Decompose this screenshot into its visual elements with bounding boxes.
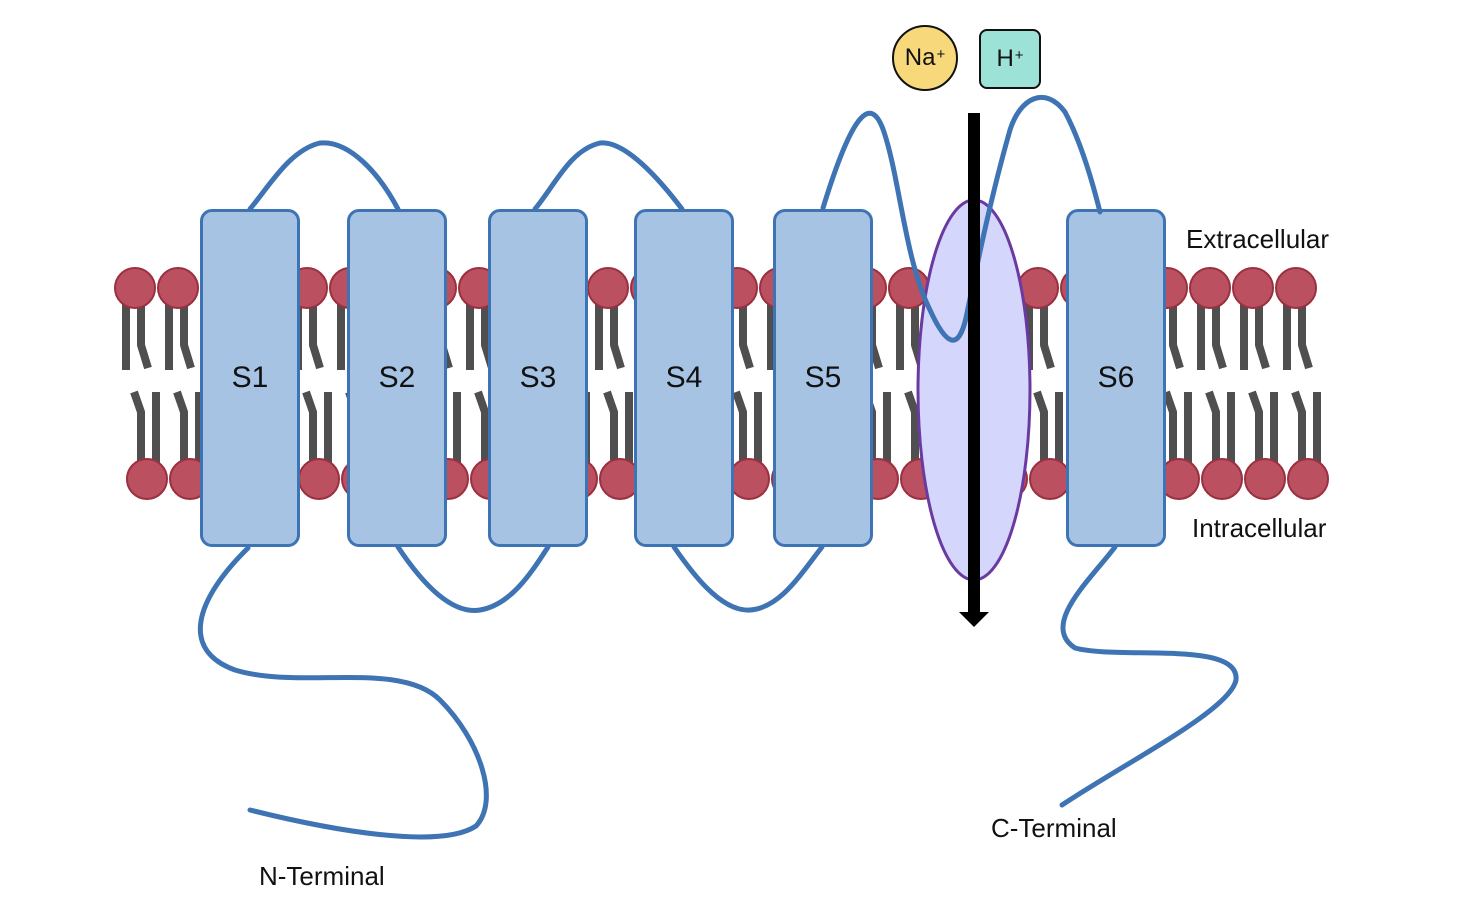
loop-s2-s3	[395, 544, 551, 613]
lipid-head	[114, 267, 156, 309]
helix-s5-label: S5	[804, 361, 842, 394]
lipid-tail	[302, 390, 317, 465]
lipid-tail	[911, 300, 926, 370]
lipid-head	[931, 267, 973, 309]
helix-s4: S4	[634, 209, 734, 547]
lipid-tail	[739, 300, 754, 370]
lipid-tail	[610, 300, 625, 370]
sodium-ion-charge: +	[936, 45, 946, 63]
loop-s1-s2	[247, 140, 401, 212]
protein-chain	[197, 140, 1239, 840]
lipid-tail	[990, 390, 1005, 465]
helix-s2-label: S2	[378, 361, 416, 394]
lipid-head	[1232, 267, 1274, 309]
loop-s3-s4	[532, 140, 685, 212]
sodium-ion-symbol: Na	[904, 44, 936, 71]
helix-s3: S3	[488, 209, 588, 547]
n-terminal-loop	[197, 545, 489, 840]
lipid-tail	[1205, 390, 1220, 465]
lipid-head	[728, 458, 770, 500]
lipid-head	[1287, 458, 1329, 500]
lipid-tail	[130, 390, 145, 465]
lipid-tail	[904, 390, 919, 465]
lipid-head	[1275, 267, 1317, 309]
lipid-tail	[1169, 300, 1184, 370]
lipid-head	[1244, 458, 1286, 500]
helix-s3-label: S3	[519, 361, 557, 394]
lipid-head	[298, 458, 340, 500]
intracellular-label: Intracellular	[1192, 513, 1327, 543]
helix-s6-label: S6	[1097, 361, 1135, 394]
lipid-head	[1017, 267, 1059, 309]
helix-s5: S5	[773, 209, 873, 547]
lipid-head	[1029, 458, 1071, 500]
lipid-tail	[1162, 390, 1177, 465]
proton-ion-charge: +	[1014, 46, 1024, 64]
sodium-ion: Na+	[892, 25, 958, 91]
proton-ion-symbol: H	[996, 45, 1014, 72]
extracellular-label: Extracellular	[1186, 224, 1330, 254]
lipid-tail	[1033, 390, 1048, 465]
lipid-tail	[603, 390, 618, 465]
proton-ion: H+	[979, 29, 1041, 89]
lipid-tail	[1255, 300, 1270, 370]
lipid-head	[1201, 458, 1243, 500]
lipid-tail	[1248, 390, 1263, 465]
helix-s1: S1	[200, 209, 300, 547]
lipid-tail	[1040, 300, 1055, 370]
lipid-head	[974, 267, 1016, 309]
lipid-tail	[1291, 390, 1306, 465]
lipid-tail	[180, 300, 195, 370]
lipid-tail	[868, 300, 883, 370]
lipid-tail	[947, 390, 962, 465]
helix-s4-label: S4	[665, 361, 703, 394]
lipid-tail	[1298, 300, 1313, 370]
lipid-tail	[997, 300, 1012, 370]
lipid-tail	[954, 300, 969, 370]
lipid-head	[126, 458, 168, 500]
lipid-head	[888, 267, 930, 309]
helix-s1-label: S1	[231, 361, 269, 394]
lipid-head	[900, 458, 942, 500]
lipid-head	[1189, 267, 1231, 309]
helix-s2: S2	[347, 209, 447, 547]
lipid-tail	[732, 390, 747, 465]
loop-s4-s5	[671, 544, 825, 613]
c-terminal-label: C-Terminal	[991, 813, 1117, 843]
lipid-tail	[474, 390, 489, 465]
lipid-head	[986, 458, 1028, 500]
lipid-tail	[137, 300, 152, 370]
lipid-head	[587, 267, 629, 309]
lipid-tail	[173, 390, 188, 465]
c-terminal-loop	[1059, 544, 1239, 808]
helix-s6: S6	[1066, 209, 1166, 547]
lipid-head	[943, 458, 985, 500]
lipid-tail	[309, 300, 324, 370]
lipid-head	[157, 267, 199, 309]
n-terminal-label: N-Terminal	[259, 861, 385, 891]
lipid-tail	[1212, 300, 1227, 370]
